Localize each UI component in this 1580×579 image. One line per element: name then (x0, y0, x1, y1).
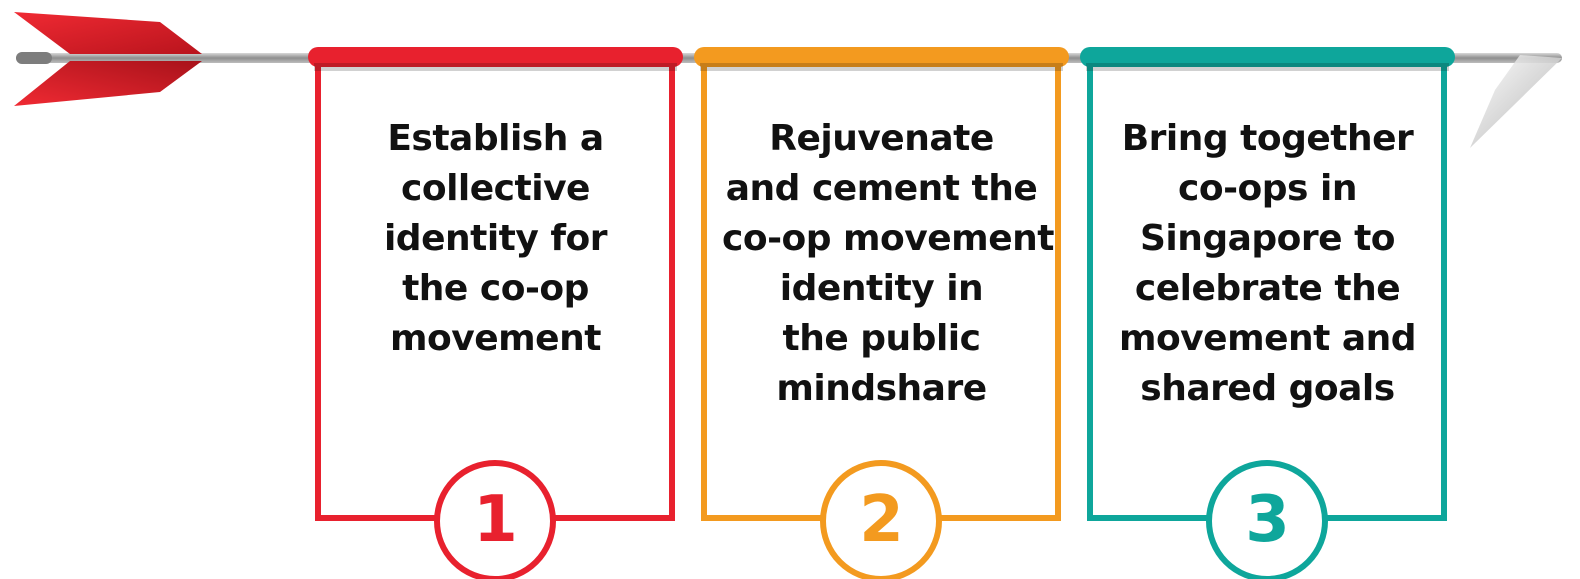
goal-line: co-ops in (1178, 168, 1357, 209)
goal-text-2: Rejuvenate and cement the co-op movement… (722, 114, 1054, 414)
goal-line: collective (401, 168, 590, 209)
goal-line: Rejuvenate (769, 118, 994, 159)
banner-frame (694, 47, 1069, 579)
goal-line: and cement the (725, 168, 1038, 209)
goal-line: co-op movement (722, 218, 1054, 259)
goal-line: shared goals (1140, 368, 1395, 409)
goal-line: identity for (383, 218, 608, 259)
goal-line: celebrate the (1134, 268, 1401, 309)
arrow-tip (1470, 55, 1562, 148)
goal-line: movement and (1118, 318, 1417, 359)
goal-line: Singapore to (1139, 218, 1396, 259)
goal-line: Establish a (387, 118, 604, 159)
goal-line: Bring together (1121, 118, 1414, 159)
goal-line: identity in (779, 268, 984, 309)
arrow-fletching-top (14, 12, 202, 54)
banner-frame (308, 47, 683, 579)
goal-text-3: Bring together co-ops in Singapore to ce… (1108, 114, 1427, 414)
goal-line: the co-op (402, 268, 589, 309)
goal-text-1: Establish a collective identity for the … (336, 114, 655, 364)
goal-number-3: 3 (1245, 483, 1290, 557)
goal-banner-3: Bring together co-ops in Singapore to ce… (1080, 44, 1455, 579)
banner-frame (1080, 47, 1455, 579)
goal-banner-2: Rejuvenate and cement the co-op movement… (694, 44, 1069, 579)
goal-number-1: 1 (473, 483, 518, 557)
arrow-nock (16, 52, 52, 64)
goal-line: mindshare (776, 368, 987, 409)
goal-line: movement (390, 318, 601, 359)
goal-line: the public (782, 318, 981, 359)
arrow-fletching-bottom (14, 61, 202, 106)
goal-number-2: 2 (859, 483, 904, 557)
goal-banner-1: Establish a collective identity for the … (308, 44, 683, 579)
